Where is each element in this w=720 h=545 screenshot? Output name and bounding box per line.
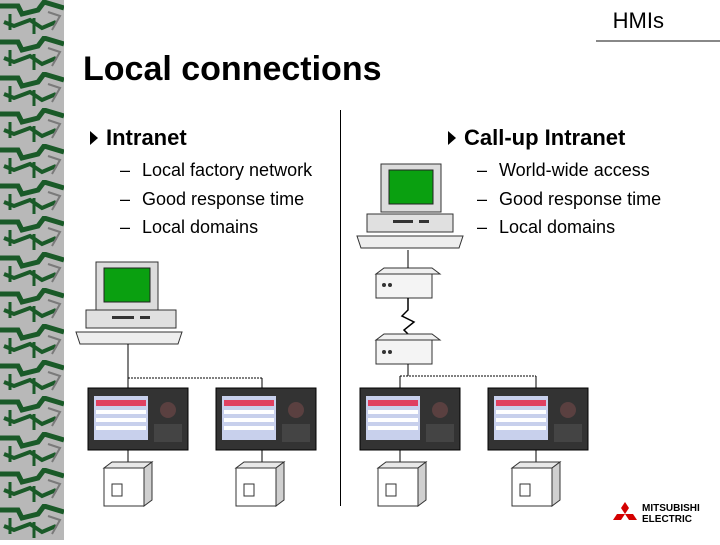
hmi-panel-icon [215,387,317,451]
border-pattern [0,0,64,540]
list-item: Local factory network [120,156,312,185]
hmi-panel-icon [487,387,589,451]
list-item: Good response time [120,185,312,214]
mitsubishi-electric-logo: MITSUBISHI ELECTRIC [612,502,700,526]
plc-controller-icon [234,461,286,507]
plc-controller-icon [102,461,154,507]
modem-icon [374,267,442,299]
plc-controller-icon [376,461,428,507]
decorative-border-strip [0,0,64,540]
intranet-heading-text: Intranet [106,125,187,150]
logo-line2: ELECTRIC [642,514,692,525]
column-divider [340,110,341,506]
desktop-computer-icon [356,163,464,249]
list-item: Local domains [120,213,312,242]
callup-intranet-heading: Call-up Intranet [448,125,625,151]
network-diagram [75,250,589,507]
list-item: World-wide access [477,156,661,185]
bullet-arrow-icon [90,131,98,145]
logo-line1: MITSUBISHI [642,503,700,514]
plc-controller-icon [510,461,562,507]
list-item: Good response time [477,185,661,214]
three-diamonds-logo-icon [613,502,637,520]
header-rule [596,40,720,42]
page-title: Local connections [83,50,382,88]
list-item: Local domains [477,213,661,242]
logo-text: MITSUBISHI ELECTRIC [642,503,700,525]
intranet-heading: Intranet [90,125,187,151]
network-illustration [64,240,720,540]
hmi-panel-icon [359,387,461,451]
callup-intranet-list: World-wide access Good response time Loc… [477,156,661,242]
modem-icon [374,333,442,365]
lightning-link-icon [400,298,416,335]
intranet-list: Local factory network Good response time… [120,156,312,242]
desktop-computer-icon [75,261,183,345]
callup-intranet-heading-text: Call-up Intranet [464,125,626,150]
hmi-panel-icon [87,387,189,451]
header-label: HMIs [612,8,664,33]
bullet-arrow-icon [448,131,456,145]
